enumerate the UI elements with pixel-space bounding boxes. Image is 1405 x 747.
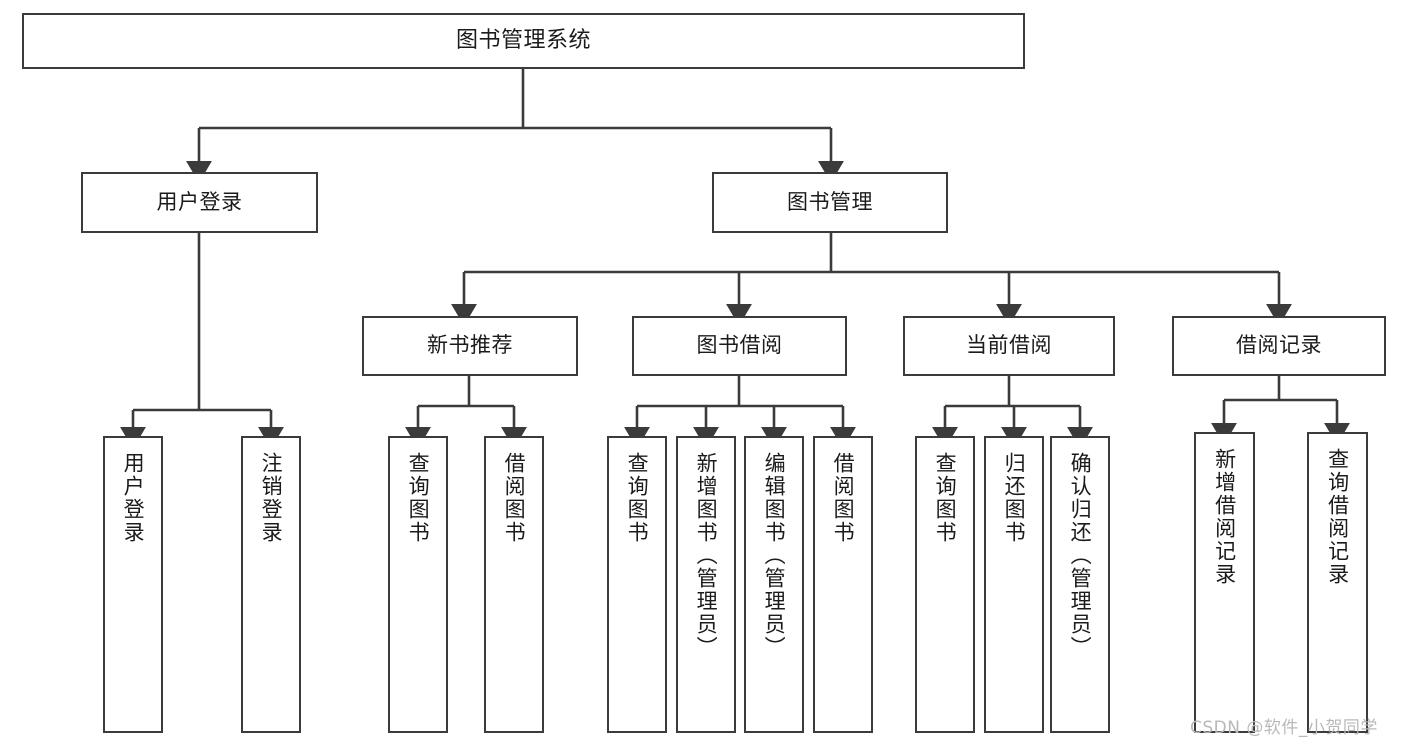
node-book-borrow[interactable]: 图书借阅 bbox=[632, 316, 847, 376]
node-book-manage[interactable]: 图书管理 bbox=[712, 172, 948, 233]
node-leaf-query-record[interactable]: 查询借阅记录 bbox=[1307, 432, 1368, 733]
node-new-book-recommend[interactable]: 新书推荐 bbox=[362, 316, 578, 376]
node-label: 借阅图书 bbox=[502, 452, 527, 544]
csdn-watermark: CSDN @软件_小贺同学 bbox=[1190, 718, 1378, 738]
node-label: 归还图书 bbox=[1002, 452, 1027, 544]
node-label: 新增图书（管理员） bbox=[694, 452, 719, 659]
node-leaf-query-book-3[interactable]: 查询图书 bbox=[915, 436, 975, 733]
node-label: 图书借阅 bbox=[696, 333, 783, 358]
node-borrow-record[interactable]: 借阅记录 bbox=[1172, 316, 1386, 376]
node-label: 借阅记录 bbox=[1236, 333, 1322, 358]
node-label: 新增借阅记录 bbox=[1212, 448, 1237, 586]
node-root-system[interactable]: 图书管理系统 bbox=[22, 13, 1025, 69]
node-label: 查询借阅记录 bbox=[1325, 448, 1350, 586]
node-label: 当前借阅 bbox=[966, 333, 1052, 358]
node-leaf-borrow-book-2[interactable]: 借阅图书 bbox=[813, 436, 873, 733]
node-leaf-logout[interactable]: 注销登录 bbox=[241, 436, 301, 733]
node-leaf-user-login[interactable]: 用户登录 bbox=[103, 436, 163, 733]
node-leaf-add-book[interactable]: 新增图书（管理员） bbox=[676, 436, 736, 733]
node-label: 查询图书 bbox=[933, 452, 958, 544]
node-leaf-borrow-book-1[interactable]: 借阅图书 bbox=[484, 436, 544, 733]
node-label: 查询图书 bbox=[625, 452, 650, 544]
node-label: 查询图书 bbox=[406, 452, 431, 544]
node-user-login[interactable]: 用户登录 bbox=[81, 172, 318, 233]
node-leaf-add-record[interactable]: 新增借阅记录 bbox=[1194, 432, 1255, 733]
node-label: 用户登录 bbox=[121, 452, 146, 544]
node-label: 确认归还（管理员） bbox=[1068, 452, 1093, 659]
node-label: 图书管理 bbox=[787, 189, 873, 214]
node-label: 注销登录 bbox=[259, 452, 284, 544]
node-leaf-query-book-1[interactable]: 查询图书 bbox=[388, 436, 448, 733]
node-label: 用户登录 bbox=[156, 189, 243, 214]
node-leaf-confirm-return[interactable]: 确认归还（管理员） bbox=[1050, 436, 1110, 733]
node-label: 借阅图书 bbox=[831, 452, 856, 544]
node-leaf-query-book-2[interactable]: 查询图书 bbox=[607, 436, 667, 733]
node-label: 图书管理系统 bbox=[455, 27, 591, 53]
node-label: 新书推荐 bbox=[427, 333, 513, 358]
node-leaf-return-book[interactable]: 归还图书 bbox=[984, 436, 1044, 733]
node-label: 编辑图书（管理员） bbox=[762, 452, 787, 659]
node-current-borrow[interactable]: 当前借阅 bbox=[903, 316, 1115, 376]
node-leaf-edit-book[interactable]: 编辑图书（管理员） bbox=[744, 436, 804, 733]
